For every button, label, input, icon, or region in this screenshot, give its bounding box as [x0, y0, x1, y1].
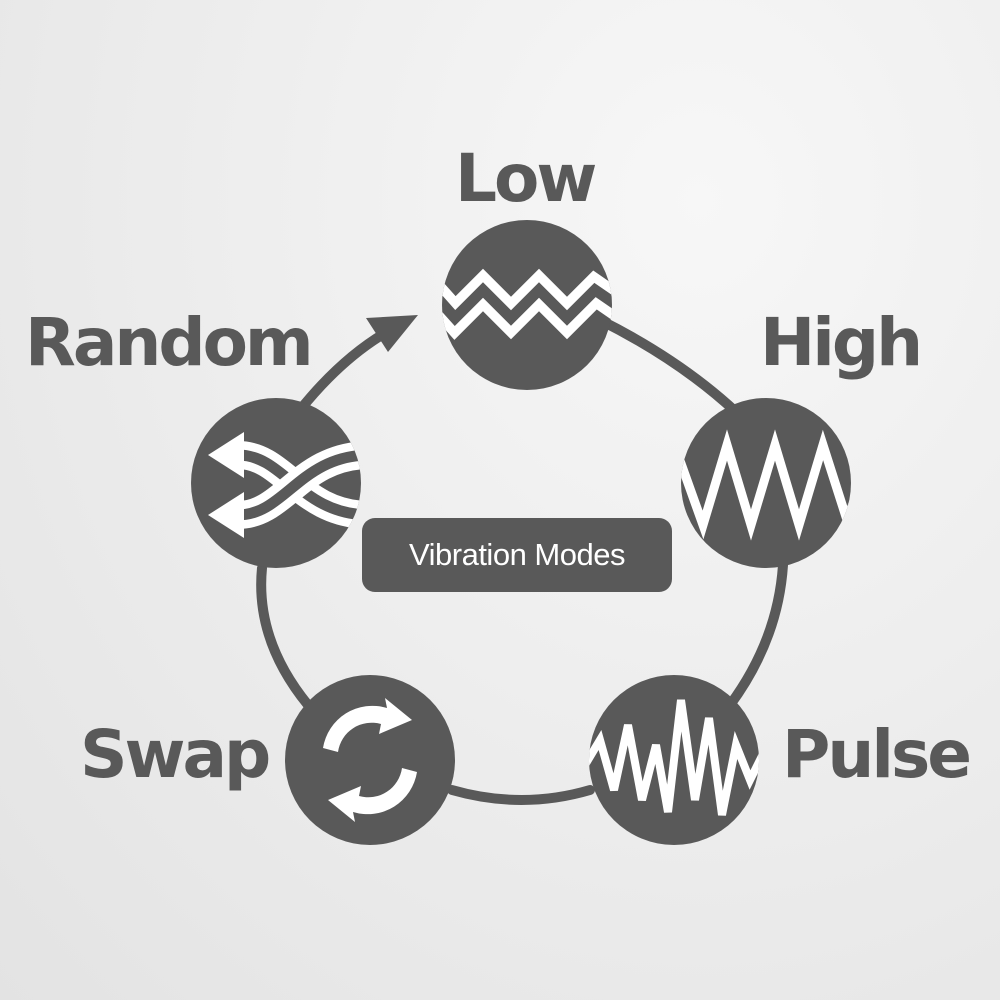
center-label: Vibration Modes — [409, 537, 625, 572]
mode-node-low — [442, 220, 612, 390]
high-wave-icon — [681, 429, 851, 541]
mode-label-swap: Swap — [80, 716, 271, 793]
cycle-arrow-head — [366, 315, 418, 352]
swap-arrows-icon — [323, 698, 417, 822]
mode-label-pulse: Pulse — [782, 716, 972, 793]
center-badge: Vibration Modes — [362, 518, 672, 592]
mode-label-high: High — [760, 304, 923, 381]
mode-node-high — [681, 398, 851, 568]
mode-node-random — [191, 398, 361, 568]
cycle-ring — [256, 315, 788, 805]
low-wave-icon — [442, 268, 612, 340]
mode-node-pulse — [589, 675, 759, 845]
mode-label-random: Random — [25, 304, 314, 381]
mode-label-low: Low — [455, 140, 597, 217]
shuffle-arrows-icon — [208, 432, 361, 538]
mode-node-swap — [285, 675, 455, 845]
pulse-wave-icon — [589, 699, 759, 816]
